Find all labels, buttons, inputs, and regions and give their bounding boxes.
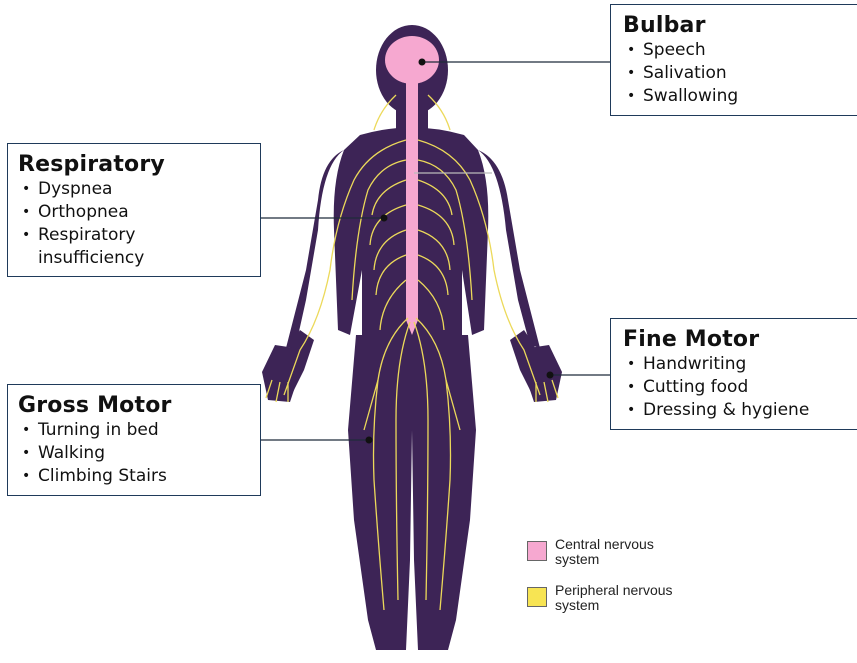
gross-motor-list: Turning in bed Walking Climbing Stairs — [18, 419, 260, 488]
list-item: Handwriting — [623, 353, 857, 376]
list-item: Swallowing — [623, 85, 857, 108]
legend-peripheral-nervous-system: Peripheral nervous system — [527, 583, 685, 613]
bulbar-title: Bulbar — [623, 13, 857, 39]
respiratory-list: Dyspnea Orthopnea Respiratory insufficie… — [18, 178, 260, 270]
fine-motor-box: Fine Motor Handwriting Cutting food Dres… — [610, 318, 857, 430]
list-item: Turning in bed — [18, 419, 260, 442]
list-item: Walking — [18, 442, 260, 465]
list-item: Dressing & hygiene — [623, 399, 857, 422]
bulbar-box: Bulbar Speech Salivation Swallowing — [610, 4, 857, 116]
legend-label: Central nervous system — [555, 537, 685, 567]
pns-swatch — [527, 587, 547, 607]
list-item: Respiratory insufficiency — [18, 224, 188, 270]
gross-motor-box: Gross Motor Turning in bed Walking Climb… — [7, 384, 261, 496]
gross-motor-title: Gross Motor — [18, 393, 260, 419]
respiratory-title: Respiratory — [18, 152, 260, 178]
list-item: Cutting food — [623, 376, 857, 399]
list-item: Dyspnea — [18, 178, 260, 201]
fine-motor-list: Handwriting Cutting food Dressing & hygi… — [623, 353, 857, 422]
legend-central-nervous-system: Central nervous system — [527, 537, 685, 567]
legend-label: Peripheral nervous system — [555, 583, 685, 613]
cns-swatch — [527, 541, 547, 561]
respiratory-box: Respiratory Dyspnea Orthopnea Respirator… — [7, 143, 261, 277]
list-item: Salivation — [623, 62, 857, 85]
list-item: Orthopnea — [18, 201, 260, 224]
fine-motor-title: Fine Motor — [623, 327, 857, 353]
list-item: Climbing Stairs — [18, 465, 260, 488]
list-item: Speech — [623, 39, 857, 62]
bulbar-list: Speech Salivation Swallowing — [623, 39, 857, 108]
